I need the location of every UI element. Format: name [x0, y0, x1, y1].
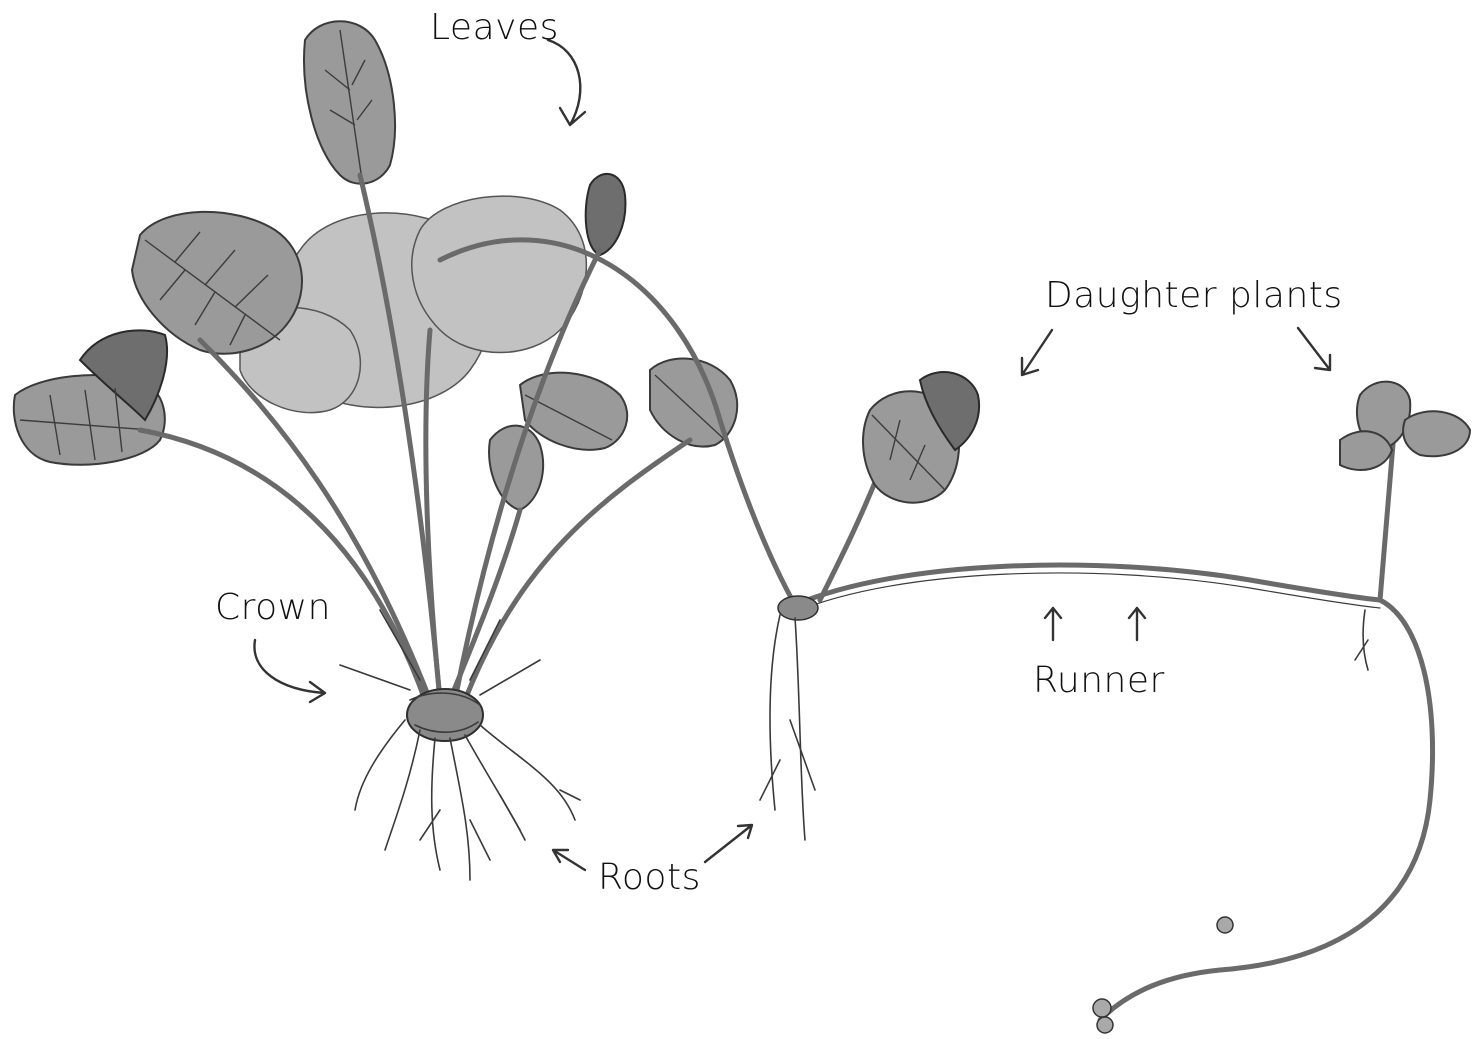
runner-label: Runner [1033, 663, 1165, 699]
leaf-far-left [14, 330, 167, 464]
daughter-plant-1 [760, 372, 979, 840]
roots-label: Roots [598, 860, 701, 896]
leaf-tall-center [304, 21, 395, 183]
runner-arrow-right [1129, 608, 1145, 640]
roots-arrow-right [705, 825, 752, 862]
crown-label: Crown [215, 590, 331, 626]
daughter-plants-label: Daughter plants [1045, 278, 1343, 314]
runner [440, 240, 1433, 1033]
crown-arrow [254, 640, 325, 702]
mother-roots [355, 720, 580, 880]
runner-arrow-left [1045, 608, 1061, 640]
annotation-arrows [254, 40, 1330, 870]
daughter-arrow-left [1022, 330, 1052, 375]
folded-young-leaf [489, 426, 543, 510]
daughter-arrow-right [1298, 328, 1330, 370]
mother-plant [14, 21, 737, 880]
roots-arrow-left [553, 850, 585, 870]
leaves-arrow [548, 40, 585, 125]
leaves-label: Leaves [430, 10, 559, 46]
